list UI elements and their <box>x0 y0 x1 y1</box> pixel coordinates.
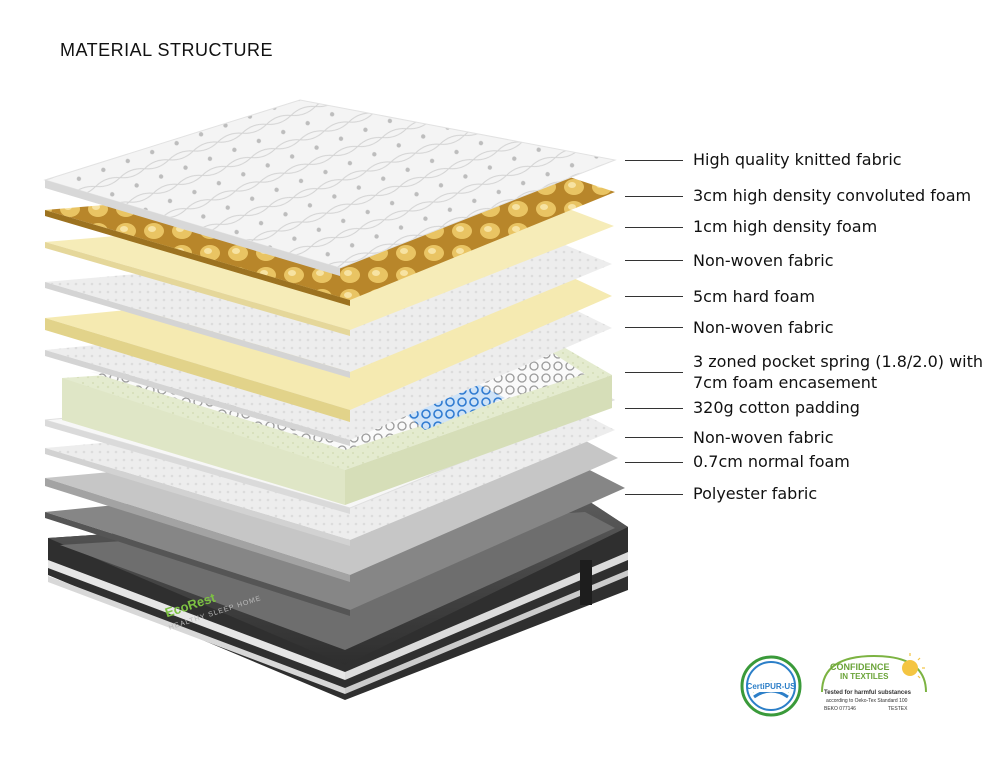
callout-convoluted-foam: 3cm high density convoluted foam <box>693 186 972 205</box>
callout-line <box>625 462 683 463</box>
callout-line <box>625 494 683 495</box>
callout-line <box>625 327 683 328</box>
callout-line <box>625 160 683 161</box>
callout-knitted-fabric: High quality knitted fabric <box>693 150 902 169</box>
layer-knitted-fabric <box>43 99 617 276</box>
callout-non-woven-fabric-3: Non-woven fabric <box>693 428 834 447</box>
certipur-badge-icon: CertiPUR-US <box>740 655 802 717</box>
oekotex-line3: Tested for harmful substances <box>824 690 911 696</box>
callout-pocket-spring-line2: 7cm foam encasement <box>693 373 878 392</box>
oekotex-badge: CONFIDENCE IN TEXTILES Tested for harmfu… <box>818 652 930 720</box>
callout-cotton-padding: 320g cotton padding <box>693 398 860 417</box>
callout-line <box>625 260 683 261</box>
oekotex-org: TESTEX <box>888 706 908 712</box>
oekotex-line4: according to Oeko-Tex Standard 100 <box>826 698 908 704</box>
callout-line <box>625 408 683 409</box>
callout-non-woven-fabric-2: Non-woven fabric <box>693 318 834 337</box>
callout-normal-foam: 0.7cm normal foam <box>693 452 850 471</box>
page-title: MATERIAL STRUCTURE <box>60 40 274 60</box>
callout-line <box>625 372 683 373</box>
oekotex-code: BEKO 077146 <box>824 706 856 712</box>
oekotex-badge-icon <box>821 653 927 693</box>
callout-line <box>625 437 683 438</box>
certipur-text: CertiPUR-US <box>747 682 797 691</box>
callout-line <box>625 296 683 297</box>
oekotex-line1: CONFIDENCE <box>830 662 890 672</box>
callout-high-density-foam: 1cm high density foam <box>693 217 878 236</box>
callout-pocket-spring: 3 zoned pocket spring (1.8/2.0) with <box>693 352 984 371</box>
oekotex-line2: IN TEXTILES <box>840 672 889 681</box>
callout-non-woven-fabric-1: Non-woven fabric <box>693 251 834 270</box>
callout-hard-foam: 5cm hard foam <box>693 287 815 306</box>
callout-polyester-fabric: Polyester fabric <box>693 484 818 503</box>
callout-line <box>625 196 683 197</box>
zoned-spring-highlight <box>390 380 505 430</box>
callout-line <box>625 227 683 228</box>
